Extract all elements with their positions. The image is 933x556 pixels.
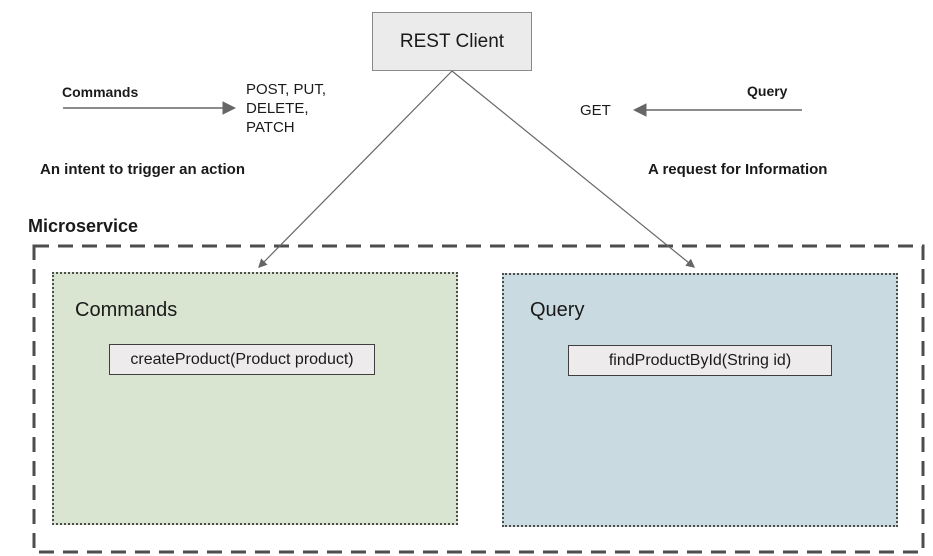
commands-http-methods: POST, PUT, DELETE, PATCH xyxy=(246,81,327,136)
rest-client-label: REST Client xyxy=(399,30,505,52)
find-product-method-box: findProductById(String id) xyxy=(568,345,832,376)
commands-zone: Commands xyxy=(52,272,458,525)
create-product-method-box: createProduct(Product product) xyxy=(109,344,375,375)
query-zone: Query xyxy=(502,273,898,527)
query-flow-label: Query xyxy=(747,83,788,99)
query-caption: A request for Information xyxy=(648,161,828,178)
commands-caption: An intent to trigger an action xyxy=(40,161,245,178)
rest-client-box: REST Client xyxy=(372,12,532,71)
commands-zone-title: Commands xyxy=(75,299,178,321)
find-product-method-label: findProductById(String id) xyxy=(608,351,792,369)
commands-flow-label: Commands xyxy=(62,84,139,100)
query-zone-title: Query xyxy=(530,299,585,321)
create-product-method-label: createProduct(Product product) xyxy=(130,350,354,368)
microservice-title: Microservice xyxy=(28,216,139,236)
query-http-methods: GET xyxy=(580,102,611,119)
